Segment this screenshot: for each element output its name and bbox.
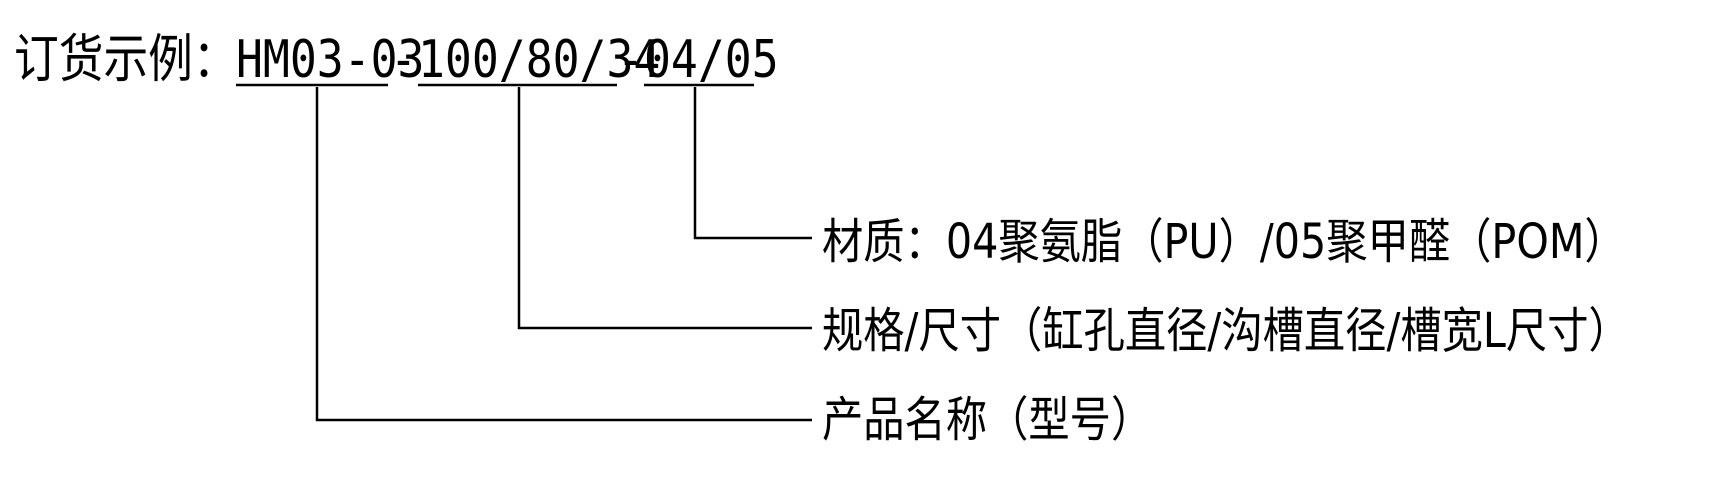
callout-product-name: 产品名称（型号） [822,392,1153,448]
code-separator-2: - [617,30,644,90]
leader-material [693,87,812,240]
code-segment-material: 04/05 [644,30,779,90]
callout-spec: 规格/尺寸（缸孔直径/沟槽直径/槽宽L尺寸） [822,303,1630,359]
leader-spec [517,87,812,330]
code-separator-1: - [390,30,417,90]
code-segment-spec: 100/80/34 [418,30,661,90]
order-example-label: 订货示例： [14,30,238,90]
code-segment-model: HM03-03 [236,30,425,90]
callout-material: 材质：04聚氨脂（PU）/05聚甲醛（POM） [822,214,1626,270]
leader-product-name [315,87,812,422]
